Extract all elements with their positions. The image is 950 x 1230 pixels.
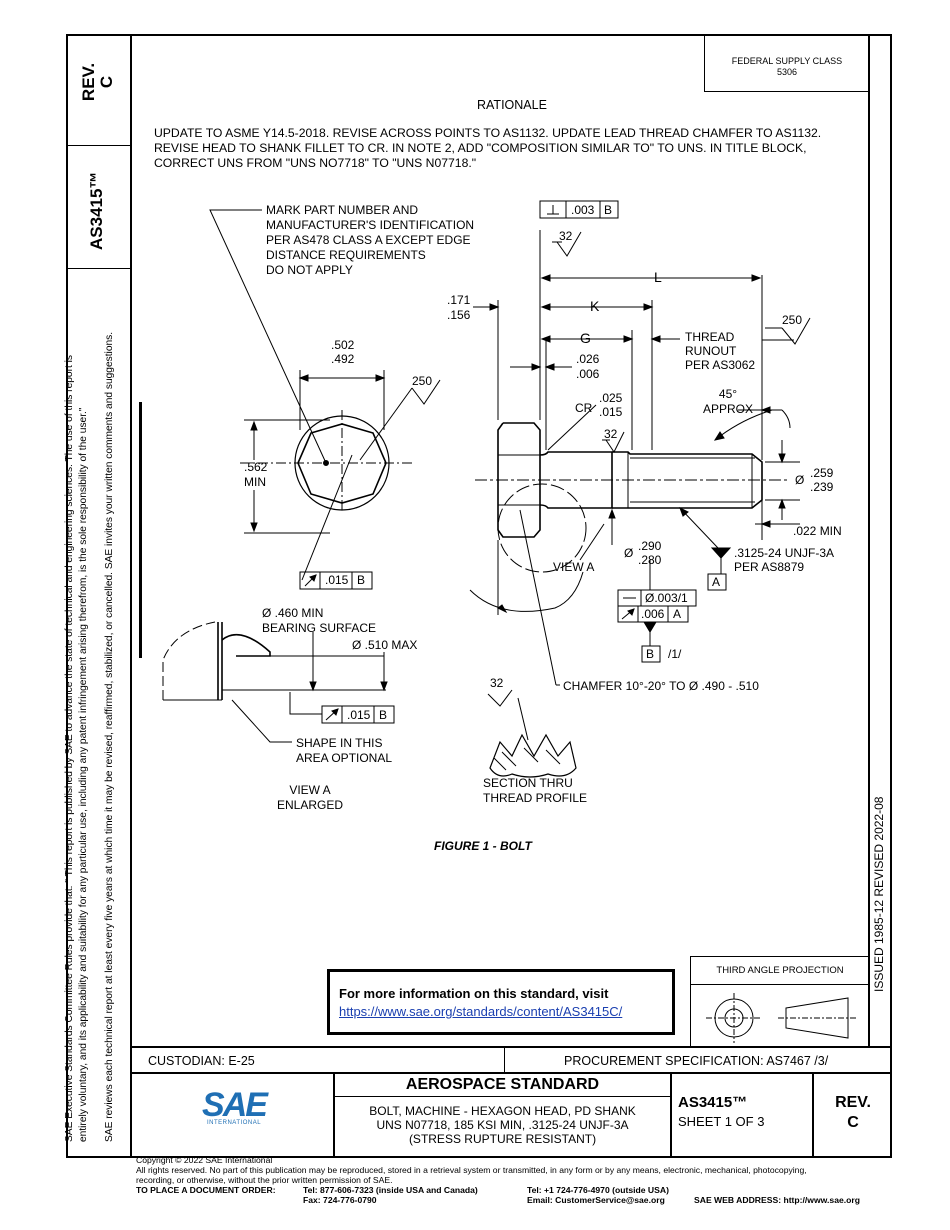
across-corners: .562 MIN bbox=[244, 460, 268, 489]
info-box: For more information on this standard, v… bbox=[327, 969, 675, 1035]
supply-class-number: 5306 bbox=[776, 67, 798, 77]
finish-250-right: 250 bbox=[782, 313, 803, 327]
finish-250-hex: 250 bbox=[412, 374, 433, 388]
dim-K: K bbox=[590, 298, 600, 314]
dim-G: G bbox=[580, 330, 591, 346]
order-label: TO PLACE A DOCUMENT ORDER: bbox=[136, 1185, 276, 1195]
runout-bearing-value: .015 bbox=[347, 708, 371, 722]
projection-symbol bbox=[706, 993, 856, 1043]
custodian-row: CUSTODIAN: E-25 PROCUREMENT SPECIFICATIO… bbox=[130, 1046, 892, 1074]
info-text: For more information on this standard, v… bbox=[339, 986, 609, 1001]
figure-caption: FIGURE 1 - BOLT bbox=[434, 839, 532, 853]
mark-leader bbox=[209, 209, 327, 464]
view-a-enlarged: VIEW A ENLARGED bbox=[276, 783, 344, 812]
chamfer-note: CHAMFER 10°-20° TO Ø .490 - .510 bbox=[563, 679, 759, 693]
across-flats-lo: .492 bbox=[331, 352, 355, 366]
email: Email: CustomerService@sae.org bbox=[527, 1195, 665, 1205]
rights-line-2: recording, or otherwise, without the pri… bbox=[136, 1175, 393, 1185]
thread-runout-note: THREAD RUNOUT PER AS3062 bbox=[685, 330, 756, 372]
gap-hi: .026 bbox=[576, 352, 600, 366]
projection-label: THIRD ANGLE PROJECTION bbox=[716, 965, 844, 976]
perp-tolerance: .003 bbox=[571, 203, 595, 217]
sheet-number: SHEET 1 OF 3 bbox=[678, 1114, 765, 1129]
title-line-2: UNS N07718, 185 KSI MIN, .3125-24 UNJF-3… bbox=[376, 1118, 629, 1132]
procurement-spec: PROCUREMENT SPECIFICATION: AS7467 /3/ bbox=[564, 1054, 829, 1068]
change-bar bbox=[139, 402, 142, 658]
finish-32-shank: 32 bbox=[604, 427, 618, 441]
shank-dia-hi: .290 bbox=[638, 539, 662, 553]
rationale-line-3: CORRECT UNS FROM "UNS NO7718" TO "UNS N0… bbox=[154, 156, 477, 170]
standard-link[interactable]: https://www.sae.org/standards/content/AS… bbox=[339, 1004, 623, 1019]
dia-max: Ø .510 MAX bbox=[352, 638, 418, 652]
note-ref: /1/ bbox=[668, 647, 682, 661]
title-row: SAE INTERNATIONAL AEROSPACE STANDARD BOL… bbox=[130, 1072, 892, 1158]
left-column-divider bbox=[130, 34, 132, 1046]
section-thru-note: SECTION THRU THREAD PROFILE bbox=[483, 776, 588, 805]
bearing-note: Ø .460 MIN BEARING SURFACE bbox=[262, 606, 377, 635]
datum-b-lower: B bbox=[646, 647, 655, 661]
left-rule-2 bbox=[66, 268, 132, 269]
perp-datum: B bbox=[604, 203, 613, 217]
document-number: AS3415™ bbox=[678, 1094, 748, 1111]
straightness-tol: Ø.003/1 bbox=[645, 591, 688, 605]
rev-label: REV. bbox=[835, 1094, 871, 1111]
thread-dia-symbol: Ø bbox=[795, 473, 805, 487]
finish-32-section: 32 bbox=[490, 676, 504, 690]
fax: Fax: 724-776-0790 bbox=[303, 1195, 377, 1205]
runout-face-datum: B bbox=[357, 573, 366, 587]
custodian: CUSTODIAN: E-25 bbox=[148, 1054, 255, 1068]
rights-line-1: All rights reserved. No part of this pub… bbox=[136, 1165, 807, 1175]
dim-L: L bbox=[654, 269, 662, 285]
cr-hi: .025 bbox=[599, 391, 623, 405]
runout-shank-value: .006 bbox=[641, 607, 665, 621]
shank-dia-lo: .280 bbox=[638, 553, 662, 567]
title-line-1: BOLT, MACHINE - HEXAGON HEAD, PD SHANK bbox=[369, 1104, 636, 1118]
angle-note: 45° APPROX bbox=[702, 387, 753, 416]
left-rule-1 bbox=[66, 145, 132, 146]
view-a-label: VIEW A bbox=[553, 560, 595, 574]
mark-note: MARK PART NUMBER AND MANUFACTURER'S IDEN… bbox=[266, 203, 475, 277]
tel-outside: Tel: +1 724-776-4970 (outside USA) bbox=[527, 1185, 669, 1195]
thread-dia-hi: .259 bbox=[810, 466, 834, 480]
cr-lo: .015 bbox=[599, 405, 623, 419]
across-flats-hi: .502 bbox=[331, 338, 355, 352]
web-address: SAE WEB ADDRESS: http://www.sae.org bbox=[694, 1195, 860, 1205]
rationale-line-1: UPDATE TO ASME Y14.5-2018. REVISE ACROSS… bbox=[154, 126, 822, 140]
finish-32-top: 32 bbox=[559, 229, 573, 243]
shank-dia-symbol: Ø bbox=[624, 546, 634, 560]
cr-label: CR bbox=[575, 401, 593, 415]
datum-a: A bbox=[712, 575, 721, 589]
head-thickness-lo: .156 bbox=[447, 308, 471, 322]
sae-logo: SAE INTERNATIONAL bbox=[202, 1086, 268, 1126]
copyright: Copyright © 2022 SAE International bbox=[136, 1155, 273, 1165]
bolt-head bbox=[497, 422, 541, 538]
supply-class-label: FEDERAL SUPPLY CLASS bbox=[731, 56, 843, 66]
runout-bearing-datum: B bbox=[379, 708, 388, 722]
title-line-3: (STRESS RUPTURE RESISTANT) bbox=[408, 1132, 597, 1146]
thread-dia-lo: .239 bbox=[810, 480, 834, 494]
rationale-line-2: REVISE HEAD TO SHANK FILLET TO CR. IN NO… bbox=[154, 141, 807, 155]
runout-face-value: .015 bbox=[325, 573, 349, 587]
rev-value: C bbox=[847, 1114, 859, 1131]
runout-shank-datum: A bbox=[673, 607, 682, 621]
thread-spec: .3125-24 UNJF-3A PER AS8879 bbox=[734, 546, 835, 574]
head-thickness-hi: .171 bbox=[447, 293, 471, 307]
shape-note: SHAPE IN THIS AREA OPTIONAL bbox=[296, 736, 393, 765]
supply-class-box: FEDERAL SUPPLY CLASS 5306 bbox=[704, 34, 870, 92]
right-column-divider bbox=[868, 34, 870, 1046]
min-022: .022 MIN bbox=[793, 524, 842, 538]
document-category: AEROSPACE STANDARD bbox=[405, 1076, 600, 1093]
bolt-thread bbox=[612, 451, 763, 509]
footer: Copyright © 2022 SAE International All r… bbox=[136, 1155, 936, 1205]
rationale-heading: RATIONALE bbox=[477, 98, 547, 112]
gap-lo: .006 bbox=[576, 367, 600, 381]
thread-section-profile bbox=[489, 733, 577, 778]
tel-inside: Tel: 877-606-7323 (inside USA and Canada… bbox=[303, 1185, 478, 1195]
